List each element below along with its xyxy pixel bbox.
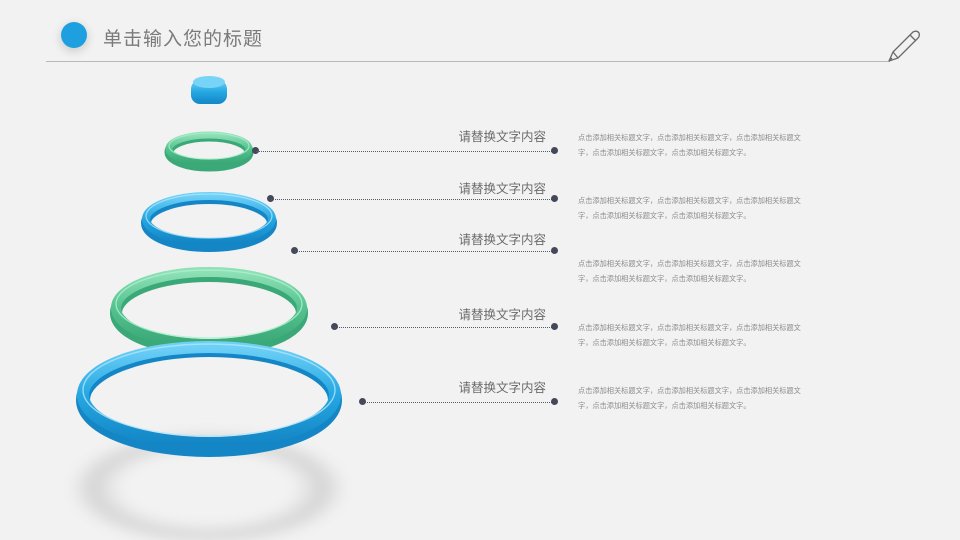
page-title[interactable]: 单击输入您的标题 <box>103 28 264 50</box>
ring-0-cylinder <box>191 76 227 104</box>
desc-text-5[interactable]: 点击添加相关标题文字，点击添加相关标题文字，点击添加相关标题文字，点击添加相关标… <box>578 386 801 410</box>
connector-line-3 <box>295 251 554 252</box>
ring-3 <box>110 267 308 356</box>
ring-1 <box>164 131 254 172</box>
desc-text-2[interactable]: 点击添加相关标题文字，点击添加相关标题文字，点击添加相关标题文字，点击添加相关标… <box>578 196 801 220</box>
step-label-3[interactable]: 请替换文字内容 <box>458 232 546 247</box>
connector-dot-end-4 <box>551 323 558 330</box>
connector-line-1 <box>256 151 554 152</box>
step-label-1[interactable]: 请替换文字内容 <box>458 129 546 144</box>
ring-4 <box>76 341 342 457</box>
connector-line-5 <box>363 402 554 403</box>
step-label-5[interactable]: 请替换文字内容 <box>458 380 546 395</box>
connector-dot-end-5 <box>551 398 558 405</box>
floor-shadow <box>68 430 348 540</box>
connector-dot-start-2 <box>267 195 274 202</box>
connector-dot-start-5 <box>359 398 366 405</box>
step-label-2[interactable]: 请替换文字内容 <box>458 181 546 196</box>
connector-line-4 <box>335 327 554 328</box>
connector-line-2 <box>271 199 554 200</box>
desc-text-3[interactable]: 点击添加相关标题文字，点击添加相关标题文字，点击添加相关标题文字，点击添加相关标… <box>578 259 801 283</box>
pen-icon <box>888 30 920 62</box>
connector-dot-start-3 <box>291 247 298 254</box>
step-label-4[interactable]: 请替换文字内容 <box>458 307 546 322</box>
connector-dot-start-4 <box>331 323 338 330</box>
connector-dot-start-1 <box>252 147 259 154</box>
ring-2 <box>141 192 277 252</box>
connector-dot-end-3 <box>551 247 558 254</box>
connector-dot-end-1 <box>551 147 558 154</box>
connector-dot-end-2 <box>551 195 558 202</box>
title-bullet <box>61 22 87 48</box>
header: 单击输入您的标题 <box>0 0 960 70</box>
desc-text-1[interactable]: 点击添加相关标题文字，点击添加相关标题文字，点击添加相关标题文字，点击添加相关标… <box>578 133 801 157</box>
desc-text-4[interactable]: 点击添加相关标题文字，点击添加相关标题文字，点击添加相关标题文字，点击添加相关标… <box>578 323 801 347</box>
header-divider <box>46 61 890 62</box>
